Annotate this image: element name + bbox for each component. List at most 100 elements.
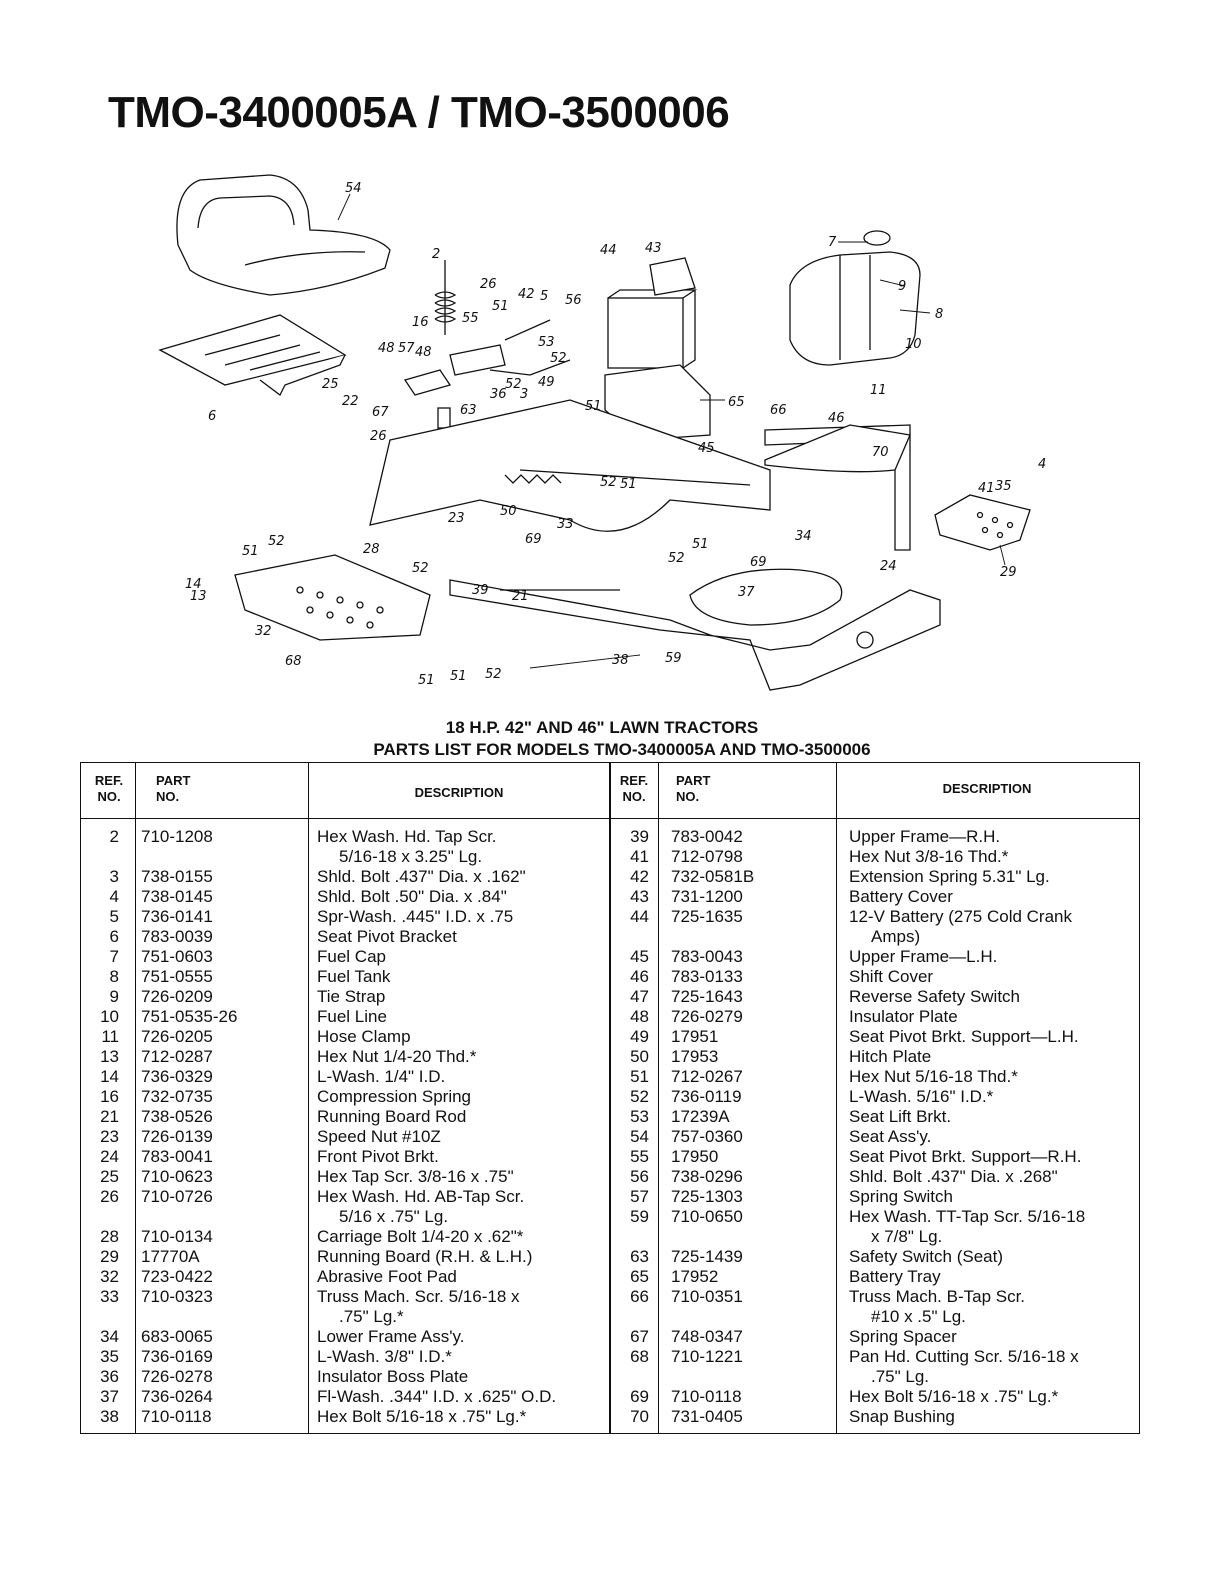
spring-cluster-drawing	[403, 260, 571, 429]
exploded-parts-diagram: 54 2 26 51 55 42 5 56 16 44 43 7 9 8 10 …	[158, 174, 1046, 691]
part-no-spacer	[141, 847, 237, 867]
callout: 14	[185, 577, 202, 592]
part-no-cell: 783-0133	[671, 967, 743, 986]
description-cell: Seat Pivot Bracket	[317, 927, 457, 946]
description-cell: Speed Nut #10Z	[317, 1127, 441, 1146]
callout: 38	[612, 653, 629, 668]
callout: 70	[872, 445, 889, 460]
part-no-spacer	[141, 1307, 237, 1327]
description-cell: Abrasive Foot Pad	[317, 1267, 457, 1286]
callout: 16	[412, 315, 429, 330]
description-cell: Hex Bolt 5/16-18 x .75" Lg.*	[849, 1387, 1059, 1406]
part-no-cell: 751-0555	[141, 967, 213, 986]
ref-no-cell: 52	[630, 1087, 649, 1106]
part-no-cell: 738-0526	[141, 1107, 213, 1126]
description-cell: Pan Hd. Cutting Scr. 5/16-18 x	[849, 1347, 1079, 1366]
part-no-cell: 748-0347	[671, 1327, 743, 1346]
description-cell: Hex Nut 1/4-20 Thd.*	[317, 1047, 477, 1066]
header-description-2: DESCRIPTION	[942, 781, 1032, 796]
ref-no-cell: 68	[630, 1347, 649, 1366]
part-no-cell: 736-0264	[141, 1387, 213, 1406]
callout: 52	[550, 351, 567, 366]
ref-no-spacer	[81, 847, 119, 867]
part-no-cell: 17951	[671, 1027, 719, 1046]
description-cell: Safety Switch (Seat)	[849, 1247, 1004, 1266]
callout: 44	[600, 243, 617, 258]
description-cell: Seat Pivot Brkt. Support—L.H.	[849, 1027, 1079, 1046]
description-cell: Truss Mach. Scr. 5/16-18 x	[317, 1287, 520, 1306]
callout-leader-lines	[337, 193, 1006, 669]
description-cell: Battery Cover	[849, 887, 953, 906]
part-no-cell: 736-0119	[671, 1087, 742, 1106]
part-no-cell: 726-0279	[671, 1007, 743, 1026]
description-cell: L-Wash. 5/16" I.D.*	[849, 1087, 994, 1106]
description-cell: Spring Switch	[849, 1187, 953, 1206]
callout: 43	[645, 241, 662, 256]
callout: 25	[322, 377, 339, 392]
ref-no-cell: 29	[100, 1247, 119, 1266]
part-no-cell: 17239A	[671, 1107, 730, 1126]
ref-no-cell: 70	[630, 1407, 649, 1426]
part-no-cell: 710-0726	[141, 1187, 213, 1206]
ref-no-cell: 7	[109, 947, 119, 966]
caption-line-1: 18 H.P. 42" AND 46" LAWN TRACTORS	[445, 718, 759, 737]
header-ref-no: REF.NO.	[94, 773, 124, 804]
description-cell: Fuel Cap	[317, 947, 386, 966]
part-no-cell: 17953	[671, 1047, 719, 1066]
ref-no-cell: 32	[100, 1267, 119, 1286]
right-running-board-drawing	[934, 494, 1031, 551]
part-no-cell: 723-0422	[141, 1267, 213, 1286]
fuel-tank-drawing	[789, 230, 921, 366]
callout: 52	[505, 377, 522, 392]
callout: 51	[585, 399, 602, 414]
ref-no-cell: 11	[101, 1027, 119, 1046]
description-cell: Shld. Bolt .437" Dia. x .268"	[849, 1167, 1058, 1186]
ref-no-cell: 46	[630, 967, 649, 986]
callout-numbers: 54 2 26 51 55 42 5 56 16 44 43 7 9 8 10 …	[185, 181, 1046, 688]
callout: 57	[398, 341, 415, 356]
description-cell: Reverse Safety Switch	[849, 987, 1021, 1006]
callout: 11	[870, 383, 887, 398]
header-description: DESCRIPTION	[414, 785, 504, 800]
ref-no-cell: 28	[100, 1227, 119, 1246]
description-column-left: Hex Wash. Hd. Tap Scr.5/16-18 x 3.25" Lg…	[317, 827, 556, 1427]
ref-no-cell: 56	[630, 1167, 649, 1186]
description-cell: Hitch Plate	[849, 1047, 932, 1066]
part-no-cell: 712-0287	[141, 1047, 213, 1066]
description-cell: Spring Spacer	[849, 1327, 957, 1346]
part-no-cell: 710-0118	[671, 1387, 742, 1406]
callout: 10	[905, 337, 922, 352]
description-column-right: Upper Frame—R.H.Hex Nut 3/8-16 Thd.*Exte…	[849, 827, 1085, 1427]
ref-no-cell: 35	[100, 1347, 119, 1366]
part-no-cell: 725-1303	[671, 1187, 743, 1206]
ref-no-spacer	[611, 1307, 649, 1327]
callout: 65	[728, 395, 745, 410]
part-no-spacer	[671, 1227, 754, 1247]
callout: 4	[1038, 457, 1046, 472]
callout: 48	[415, 345, 432, 360]
description-cell: Hose Clamp	[317, 1027, 411, 1046]
callout: 68	[285, 654, 302, 669]
ref-no-cell: 5	[109, 907, 119, 926]
ref-no-cell: 57	[630, 1187, 649, 1206]
part-no-cell: 783-0039	[141, 927, 213, 946]
description-cell: Running Board (R.H. & L.H.)	[317, 1247, 533, 1266]
callout: 41	[978, 481, 995, 496]
part-no-cell: 726-0209	[141, 987, 213, 1006]
callout: 3	[520, 387, 528, 402]
callout: 8	[935, 307, 943, 322]
callout: 24	[880, 559, 897, 574]
part-no-cell: 757-0360	[671, 1127, 743, 1146]
part-no-cell: 732-0581B	[671, 867, 755, 886]
description-continuation: 5/16 x .75" Lg.	[339, 1207, 449, 1226]
description-cell: Shld. Bolt .50" Dia. x .84"	[317, 887, 507, 906]
callout: 26	[480, 277, 497, 292]
ref-no-cell: 55	[630, 1147, 649, 1166]
part-no-spacer	[671, 1307, 754, 1327]
description-cell: Upper Frame—R.H.	[849, 827, 1001, 846]
ref-no-cell: 14	[100, 1067, 119, 1086]
